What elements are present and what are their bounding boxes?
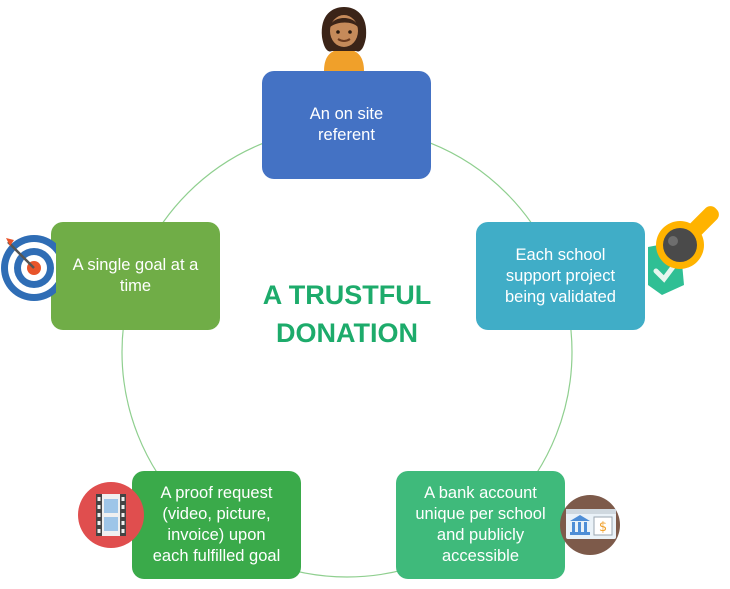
film-icon xyxy=(78,482,144,548)
node-bank: A bank account unique per school and pub… xyxy=(396,471,565,579)
node-goal: A single goal at a time xyxy=(51,222,220,330)
node-proof: A proof request (video, picture, invoice… xyxy=(132,471,301,579)
svg-text:$: $ xyxy=(599,520,607,535)
person-icon xyxy=(321,7,367,71)
center-title: A TRUSTFUL DONATION xyxy=(262,280,432,348)
node-validation: Each school support project being valida… xyxy=(476,222,645,330)
bank-icon: $ xyxy=(560,495,620,555)
node-referent: An on site referent xyxy=(262,71,431,179)
target-icon xyxy=(1,235,56,301)
stamp-icon xyxy=(648,206,719,295)
